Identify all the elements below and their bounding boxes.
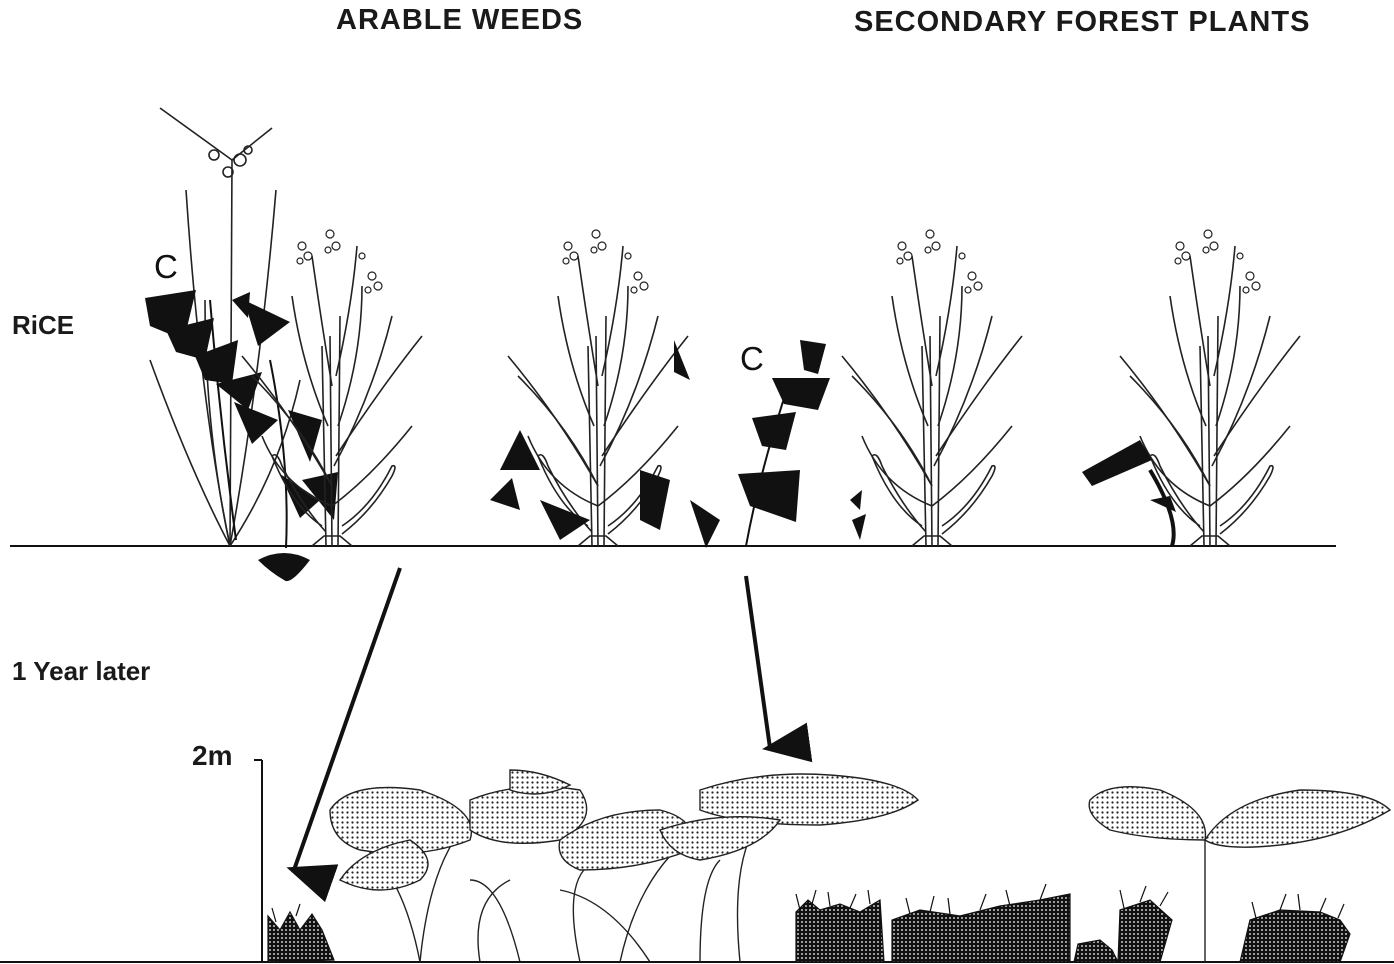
arrow-right: [746, 576, 770, 748]
rice-plant-4: [1120, 230, 1300, 546]
big-leaves: [330, 770, 1390, 890]
climber-plant-left: [145, 290, 338, 581]
rice-plant-3: [842, 230, 1022, 546]
low-vegetation: [268, 894, 1350, 962]
forest-seedling: [1082, 440, 1176, 512]
rice-plant-1: [242, 230, 422, 546]
scale-bar: [254, 760, 262, 962]
climber-plant-right: [738, 340, 830, 522]
